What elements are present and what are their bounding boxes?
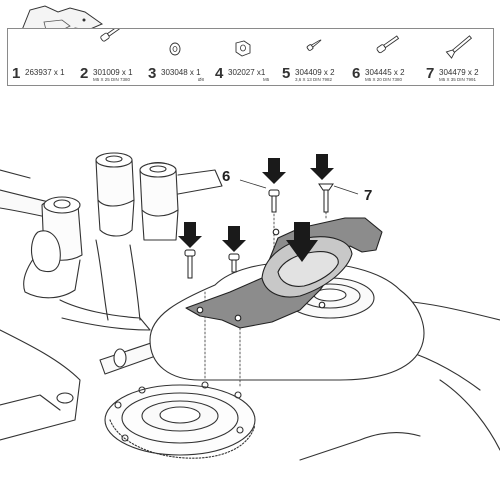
bolt-lower-right xyxy=(228,253,240,273)
part-code: 304479 x 2 xyxy=(439,68,479,77)
part-code: 301009 x 1 xyxy=(93,68,133,77)
countersunk-bolt-icon xyxy=(445,35,473,59)
arrow-down-icon xyxy=(310,154,334,180)
part-code: 303048 x 1 xyxy=(161,68,201,77)
part-spec: M5 X 20 DIN 7380 xyxy=(365,77,403,82)
callout-7: 7 xyxy=(364,187,373,204)
bolt-icon xyxy=(376,35,400,54)
washer-icon xyxy=(169,42,181,56)
nut-icon xyxy=(235,40,251,57)
part-number: 6 xyxy=(352,65,361,82)
tank-lock-flange xyxy=(185,217,383,329)
bolt-icon xyxy=(100,29,125,42)
screw-icon xyxy=(306,39,322,51)
part-spec: 3,6 X 13 DIN 7982 xyxy=(295,77,333,82)
part-spec: M5 xyxy=(263,77,270,82)
part-number: 2 xyxy=(80,65,89,82)
part-code: 302027 x1 xyxy=(228,68,266,77)
part-code: 304409 x 2 xyxy=(295,68,335,77)
part-spec: M5 X 35 DIN 7991 xyxy=(439,77,477,82)
part-code: 304445 x 2 xyxy=(365,68,405,77)
callout-6: 6 xyxy=(222,168,231,185)
bolts xyxy=(184,183,334,279)
bolt-6-left xyxy=(268,189,280,213)
arrow-down-icon xyxy=(178,222,202,248)
arrow-down-icon xyxy=(262,158,286,184)
part-number: 4 xyxy=(215,65,224,82)
arrow-down-icon xyxy=(286,222,318,262)
part-spec: Ø8 xyxy=(198,77,205,82)
handlebar-right xyxy=(177,169,223,195)
part-number: 7 xyxy=(426,65,435,82)
part-number: 5 xyxy=(282,65,291,82)
bolt-7-right xyxy=(318,183,334,213)
installation-arrows xyxy=(178,154,334,262)
parts-icons xyxy=(100,29,473,59)
part-spec: M5 X 25 DIN 7380 xyxy=(93,77,131,82)
bolt-lower-left xyxy=(184,249,196,279)
part-number: 3 xyxy=(148,65,157,82)
part-number: 1 xyxy=(12,65,21,82)
parts-list-panel: 1 263937 x 1 2 301009 x 1 M5 X 25 DIN 73… xyxy=(7,28,494,86)
part-code: 263937 x 1 xyxy=(25,68,65,77)
arrow-down-icon xyxy=(222,226,246,252)
